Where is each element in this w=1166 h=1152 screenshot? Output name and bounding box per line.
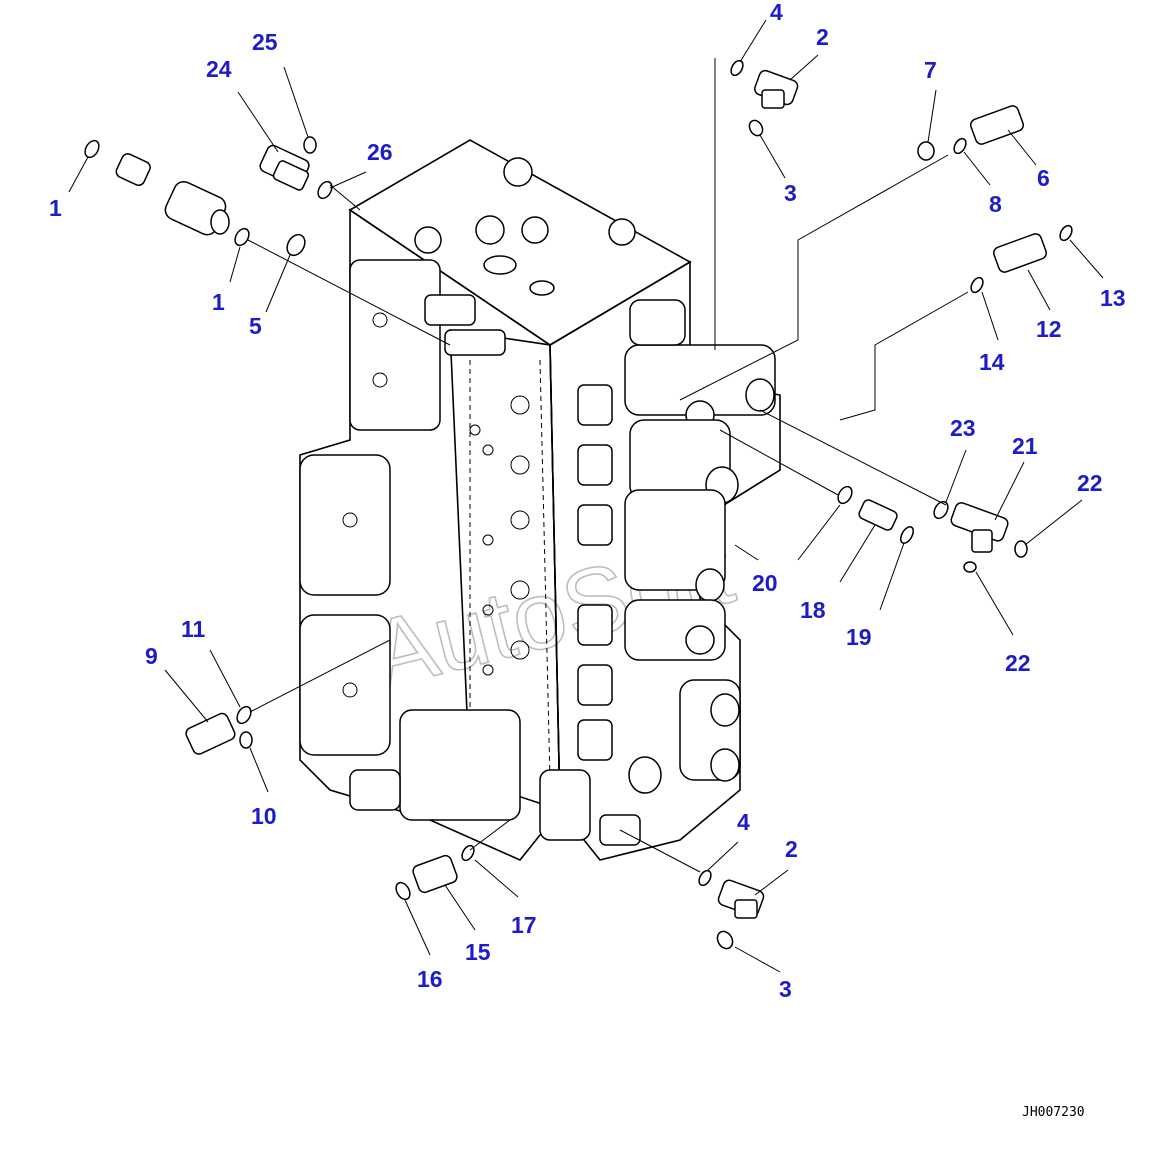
callout-25: 25 bbox=[252, 29, 278, 55]
callout-20: 20 bbox=[752, 570, 778, 596]
callout-14: 14 bbox=[979, 349, 1005, 375]
callout-8: 8 bbox=[989, 191, 1002, 217]
callout-26: 26 bbox=[367, 139, 393, 165]
callout-18: 18 bbox=[800, 597, 826, 623]
callout-21: 21 bbox=[1012, 433, 1038, 459]
callout-7: 7 bbox=[924, 57, 937, 83]
o-rings bbox=[84, 59, 1073, 950]
callout-22: 22 bbox=[1005, 650, 1031, 676]
callout-4: 4 bbox=[737, 809, 750, 835]
callout-15: 15 bbox=[465, 939, 491, 965]
callout-3: 3 bbox=[779, 976, 792, 1002]
callout-2: 2 bbox=[816, 24, 829, 50]
callout-10: 10 bbox=[251, 803, 277, 829]
callout-17: 17 bbox=[511, 912, 537, 938]
callout-16: 16 bbox=[417, 966, 443, 992]
drawing-code: JH007230 bbox=[1022, 1105, 1085, 1120]
callout-19: 19 bbox=[846, 624, 872, 650]
callout-12: 12 bbox=[1036, 316, 1062, 342]
leader-lines bbox=[68, 19, 1104, 973]
callout-23: 23 bbox=[950, 415, 976, 441]
callout-13: 13 bbox=[1100, 285, 1126, 311]
loose-parts bbox=[115, 69, 1047, 919]
callout-9: 9 bbox=[145, 643, 158, 669]
callout-11: 11 bbox=[181, 616, 206, 642]
callout-4: 4 bbox=[770, 0, 783, 25]
callout-6: 6 bbox=[1037, 165, 1050, 191]
callout-3: 3 bbox=[784, 180, 797, 206]
callout-numbers: 1 1 2 2 3 3 4 4 5 6 7 8 9 10 11 12 13 14… bbox=[49, 0, 1126, 1002]
callout-1: 1 bbox=[49, 195, 62, 221]
callout-24: 24 bbox=[206, 56, 232, 82]
callout-22: 22 bbox=[1077, 470, 1103, 496]
callout-5: 5 bbox=[249, 313, 262, 339]
callout-2: 2 bbox=[785, 836, 798, 862]
control-valve-assembly bbox=[299, 139, 781, 861]
callout-1: 1 bbox=[212, 289, 225, 315]
